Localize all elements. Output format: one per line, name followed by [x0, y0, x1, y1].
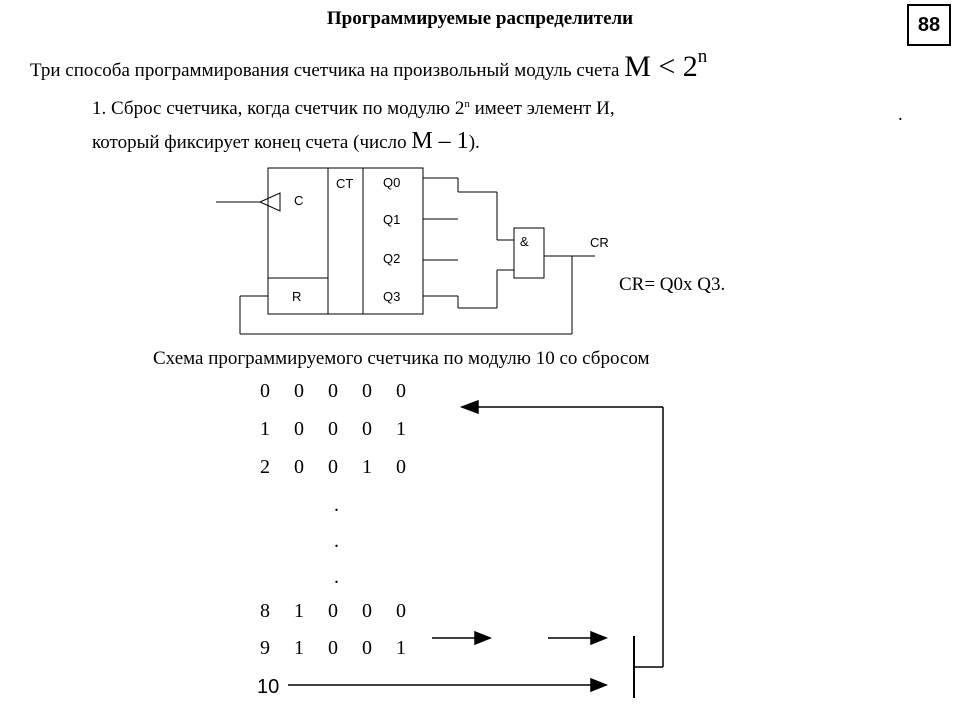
- ellipsis-dot: .: [334, 530, 339, 552]
- row4-col3: 0: [362, 637, 372, 659]
- row3-col2: 0: [328, 600, 338, 622]
- reset-label: R: [292, 289, 302, 304]
- item1-line2: который фиксирует конец счета (число M –…: [92, 128, 480, 155]
- q0-label: Q0: [383, 175, 401, 190]
- row0-col1: 0: [294, 380, 304, 402]
- row0-col3: 0: [362, 380, 372, 402]
- and-gate-label: &: [520, 234, 529, 249]
- row1-col0: 1: [260, 418, 270, 440]
- row4-col2: 0: [328, 637, 338, 659]
- row2-col2: 0: [328, 456, 338, 478]
- row2-col1: 0: [294, 456, 304, 478]
- row1-col1: 0: [294, 418, 304, 440]
- row0-col0: 0: [260, 380, 270, 402]
- item1-text-post: имеет элемент И,: [469, 98, 615, 119]
- item1-exponent: n: [464, 98, 470, 110]
- row3-col0: 8: [260, 600, 270, 622]
- item1-line2-end: ).: [468, 132, 480, 153]
- row3-col3: 0: [362, 600, 372, 622]
- q3-label: Q3: [383, 289, 401, 304]
- ellipsis-dot: .: [334, 494, 339, 516]
- row0-col4: 0: [396, 380, 406, 402]
- modulus-formula: M < 2n: [624, 46, 707, 83]
- item1-text-pre: 1. Сброс счетчика, когда счетчик по моду…: [92, 98, 465, 119]
- q1-label: Q1: [383, 212, 401, 227]
- cr-formula: CR= Q0x Q3.: [619, 274, 726, 295]
- ct-block-right: [362, 167, 424, 315]
- item1-formula: M – 1: [411, 128, 469, 154]
- stray-dot: .: [898, 104, 903, 125]
- row4-col1: 1: [294, 637, 304, 659]
- table-row: 2 0 0 1 0: [260, 456, 430, 479]
- intro-text: Три способа программирования счетчика на…: [30, 60, 620, 81]
- schema-caption: Схема программируемого счетчика по модул…: [153, 348, 650, 369]
- table-row: 8 1 0 0 0: [260, 600, 430, 623]
- row0-col2: 0: [328, 380, 338, 402]
- cr-output-label: CR: [590, 235, 609, 250]
- modulus-formula-exponent: n: [697, 46, 708, 67]
- table-row: 1 0 0 0 1: [260, 418, 430, 441]
- row4-col0: 9: [260, 637, 270, 659]
- row2-col3: 1: [362, 456, 372, 478]
- row1-col2: 0: [328, 418, 338, 440]
- return-arrow-head: [459, 399, 479, 415]
- item1-line2-text: который фиксирует конец счета (число: [92, 132, 412, 153]
- clock-triangle: [258, 192, 281, 212]
- row3-col4: 0: [396, 600, 406, 622]
- row1-col4: 1: [396, 418, 406, 440]
- clock-label: C: [294, 193, 304, 208]
- row3-col1: 1: [294, 600, 304, 622]
- modulus-formula-base: M < 2: [624, 50, 698, 83]
- intro-line: Три способа программирования счетчика на…: [30, 46, 707, 84]
- item1-line1: 1. Сброс счетчика, когда счетчик по моду…: [92, 98, 615, 120]
- q2-label: Q2: [383, 251, 401, 266]
- row2-col4: 0: [396, 456, 406, 478]
- row2-col0: 2: [260, 456, 270, 478]
- table-row: 0 0 0 0 0: [260, 380, 430, 403]
- and-gate: [513, 227, 545, 279]
- row4-col4: 1: [396, 637, 406, 659]
- ct-label: CT: [336, 176, 354, 191]
- reset-state-label: 10: [257, 676, 280, 698]
- ellipsis-dot: .: [334, 566, 339, 588]
- row1-col3: 0: [362, 418, 372, 440]
- page-number: 88: [907, 4, 951, 46]
- table-row: 9 1 0 0 1: [260, 637, 430, 660]
- slide-title: Программируемые распределители: [326, 8, 634, 29]
